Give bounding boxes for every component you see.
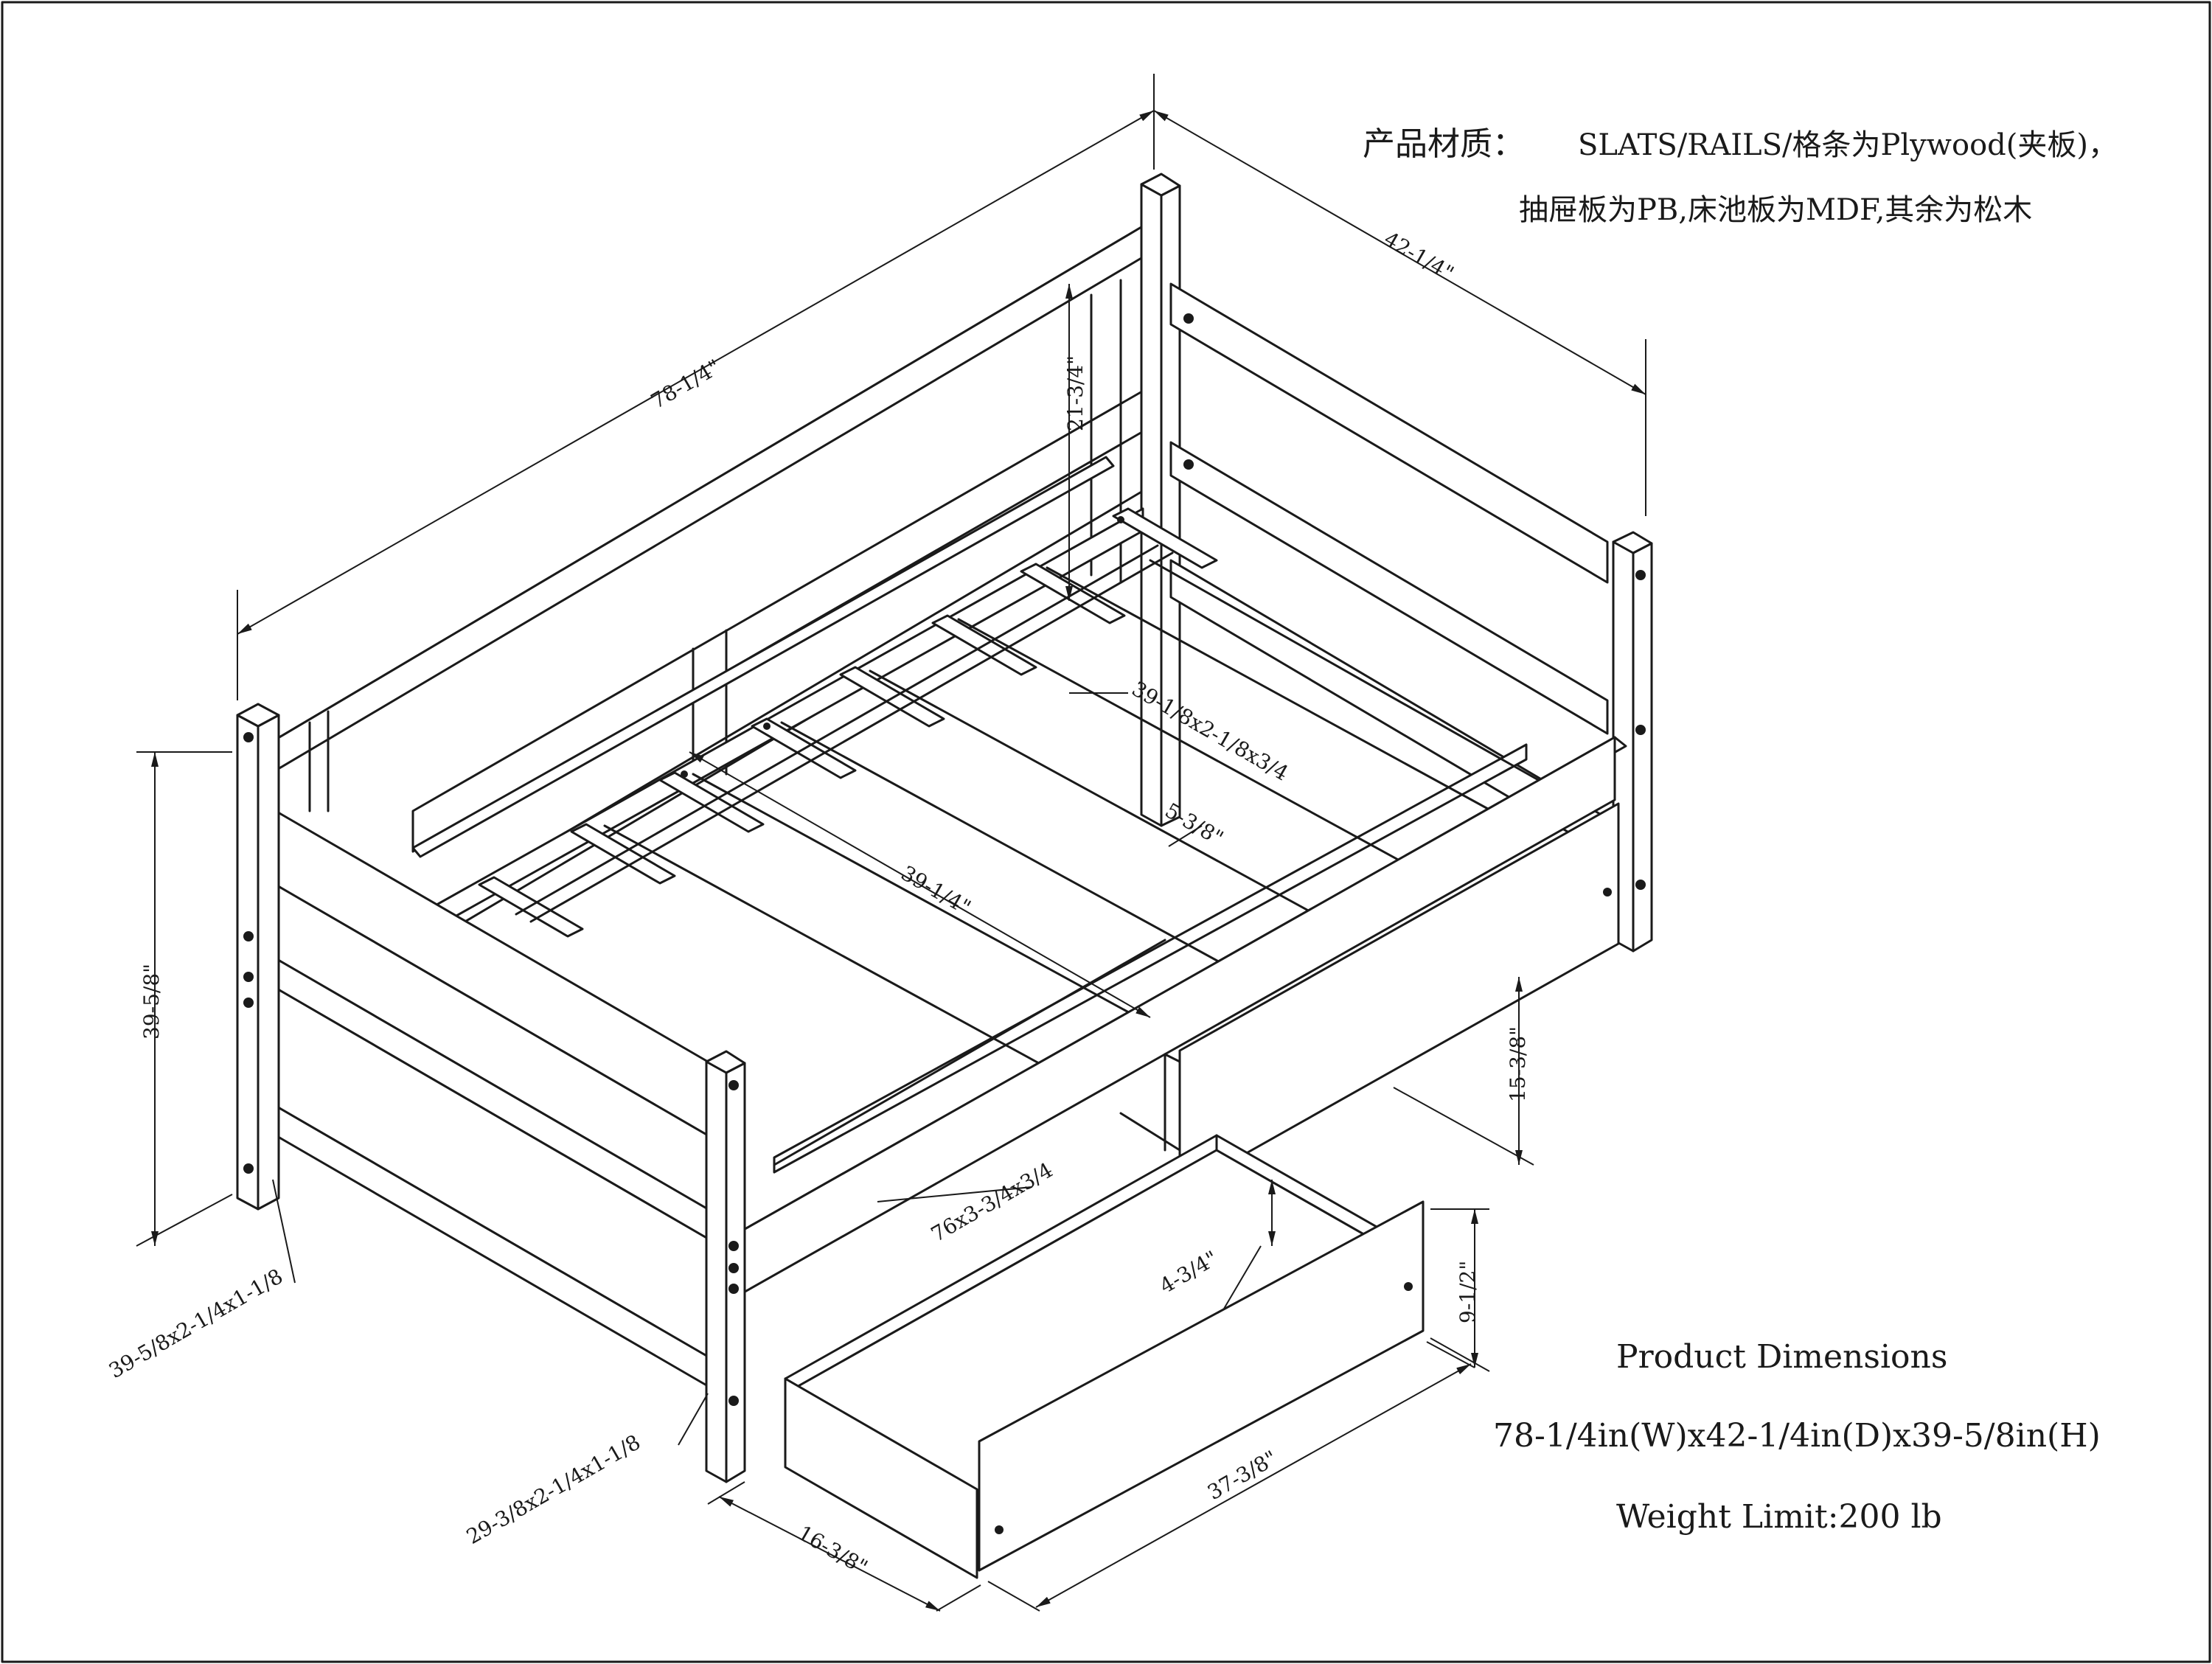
label-inner-width: 39-1/4" — [897, 860, 975, 919]
weight-limit: Weight Limit:200 lb — [1616, 1498, 1942, 1536]
label-overall-width: 78-1/4" — [647, 355, 725, 414]
material-note-line2: 抽屉板为PB,床池板为MDF,其余为松木 — [1519, 193, 2032, 227]
label-back-panel-height: 21-3/4" — [1063, 355, 1088, 431]
dimension-lines — [136, 74, 1646, 1612]
right-end-panel — [1169, 282, 1609, 857]
label-slat-spacing: 5-3/8" — [1161, 798, 1228, 850]
product-dimensions-heading: Product Dimensions — [1616, 1338, 1947, 1376]
left-end-panel — [264, 804, 709, 1388]
label-overall-height: 39-5/8" — [139, 964, 164, 1040]
label-overall-depth: 42-1/4" — [1380, 226, 1458, 285]
label-drawer-depth: 16-3/8" — [794, 1520, 872, 1579]
label-footboard-post: 29-3/8x2-1/4x1-1/8 — [462, 1430, 644, 1549]
label-drawer-length: 37-3/8" — [1203, 1446, 1281, 1505]
label-headboard-post: 39-5/8x2-1/4x1-1/8 — [105, 1264, 287, 1383]
left-front-post — [705, 1050, 746, 1483]
label-under-clearance: 15-3/8" — [1506, 1026, 1530, 1102]
material-note-label: 产品材质： — [1363, 125, 1525, 163]
back-corner-post — [1140, 173, 1181, 827]
product-dimensions-value: 78-1/4in(W)x42-1/4in(D)x39-5/8in(H) — [1493, 1417, 2101, 1455]
left-back-post — [236, 703, 280, 1211]
product-info: Product Dimensions 78-1/4in(W)x42-1/4in(… — [1493, 1338, 2101, 1536]
installed-drawer — [1119, 802, 1620, 1192]
material-note: 产品材质： SLATS/RAILS/格条为Plywood(夹板)， 抽屉板为PB… — [1363, 125, 2118, 227]
material-note-line1: SLATS/RAILS/格条为Plywood(夹板)， — [1578, 128, 2118, 162]
label-drawer-height: 9-1/2" — [1455, 1261, 1480, 1323]
